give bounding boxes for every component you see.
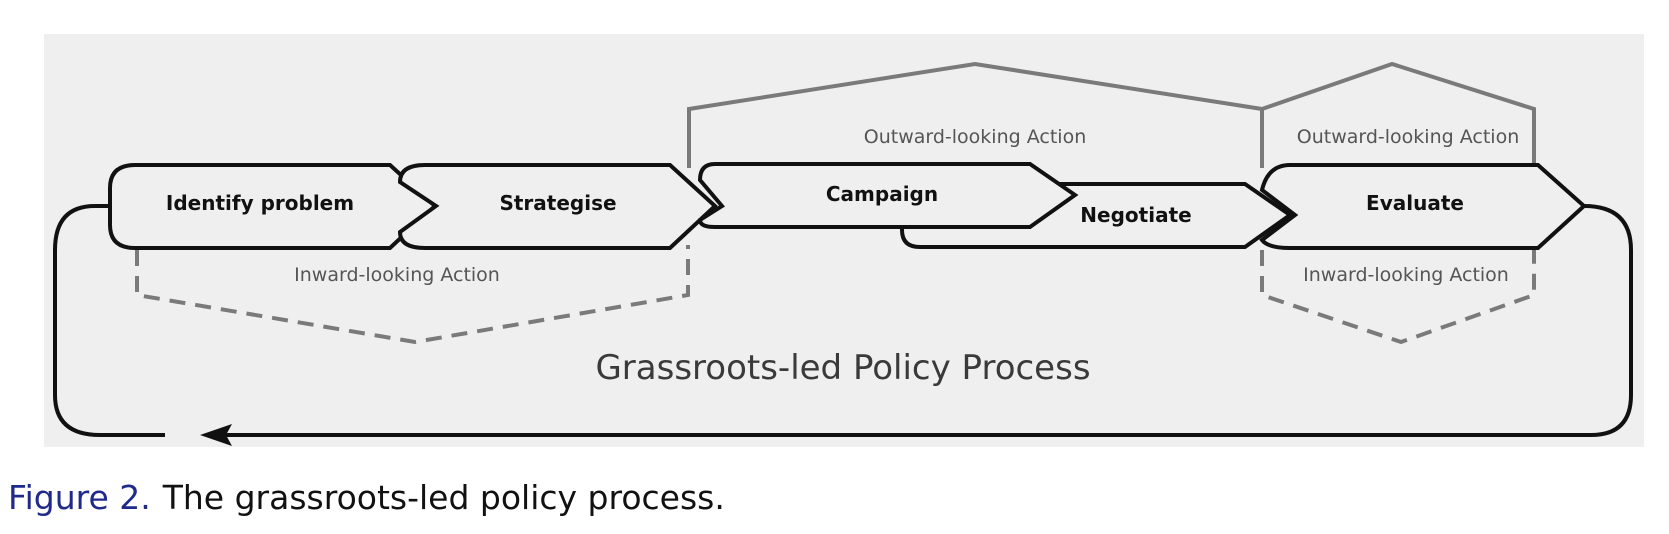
stage-campaign-label: Campaign — [826, 182, 938, 206]
stage-evaluate-label: Evaluate — [1366, 191, 1464, 215]
stage-identify-label: Identify problem — [166, 191, 354, 215]
inward-bracket-1 — [135, 245, 690, 345]
inward-label-1: Inward-looking Action — [294, 264, 500, 286]
stage-evaluate-shape — [1259, 163, 1587, 250]
outward-label-1: Outward-looking Action — [864, 126, 1086, 148]
stage-identify-shape — [108, 163, 438, 250]
figure-caption: Figure 2. The grassroots-led policy proce… — [8, 478, 725, 517]
inward-bracket-2 — [1260, 250, 1536, 345]
return-loop — [53, 204, 165, 437]
stage-campaign-shape — [697, 162, 1079, 229]
outward-bracket-2 — [1261, 61, 1536, 165]
return-loop-bottom — [212, 204, 1633, 437]
caption-text: The grassroots-led policy process. — [162, 478, 725, 517]
stage-strategise-label: Strategise — [499, 191, 616, 215]
figure-label: Figure 2. — [8, 478, 151, 517]
outward-label-2: Outward-looking Action — [1297, 126, 1519, 148]
outward-bracket-1 — [687, 61, 1264, 168]
inward-label-2: Inward-looking Action — [1303, 264, 1509, 286]
return-arrow-head — [200, 424, 232, 446]
stage-negotiate-label: Negotiate — [1080, 203, 1191, 227]
stage-strategise-shape — [397, 163, 718, 250]
process-title: Grassroots-led Policy Process — [595, 348, 1090, 388]
